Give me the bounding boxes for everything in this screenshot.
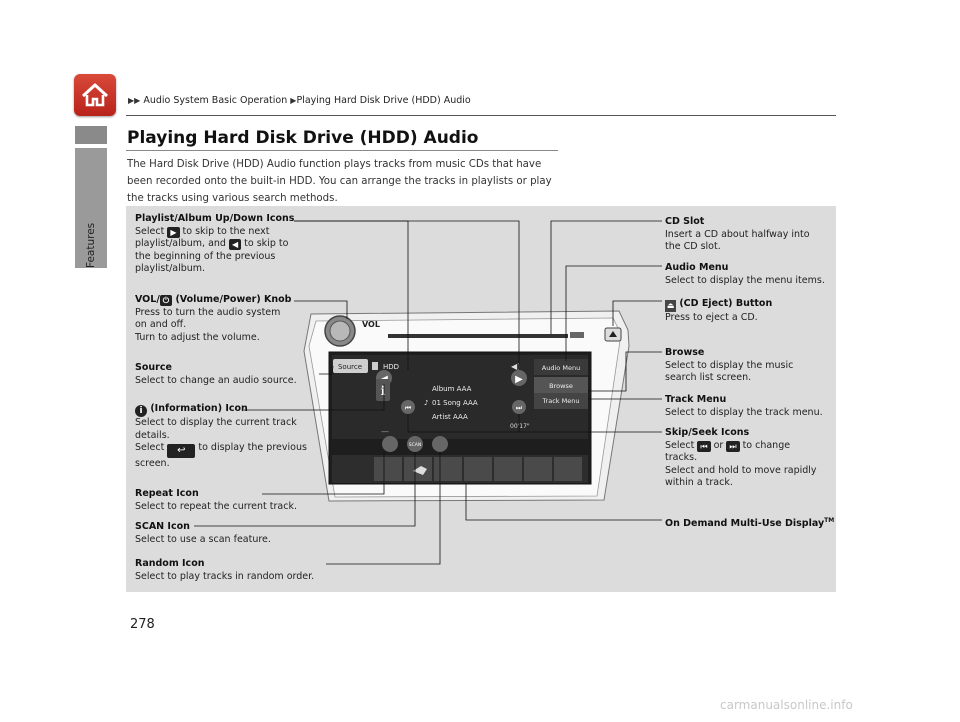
callout-browse: Browse Select to display the music searc…: [665, 347, 794, 383]
screen-audio-menu: Audio Menu: [542, 364, 580, 372]
callout-repeat: Repeat Icon Select to repeat the current…: [135, 488, 297, 512]
power-icon: ⏻: [159, 295, 173, 306]
breadcrumb: ▶▶ Audio System Basic Operation ▶Playing…: [128, 95, 471, 106]
sidebar-label: Features: [85, 222, 97, 268]
svg-text:⏮: ⏮: [405, 404, 411, 412]
home-icon: [81, 83, 109, 107]
svg-text:◀): ◀): [511, 362, 520, 371]
callout-playlist: Playlist/Album Up/Down Icons Select ▶ to…: [135, 213, 295, 274]
screen-browse: Browse: [549, 382, 573, 390]
screen-time: 00'17": [510, 423, 530, 430]
svg-text:▶: ▶: [515, 374, 523, 385]
title-rule: [126, 150, 558, 151]
info-icon: i: [135, 405, 147, 417]
callout-info: i (Information) Icon Select to display t…: [135, 403, 307, 469]
header-rule: [126, 115, 836, 116]
svg-text:⏭: ⏭: [516, 404, 523, 412]
skip-forward-icon: ⏭: [726, 440, 740, 452]
svg-text:♪: ♪: [424, 399, 428, 407]
svg-text:VOL: VOL: [362, 320, 380, 329]
callout-cd-slot: CD Slot Insert a CD about halfway into t…: [665, 216, 810, 252]
eject-icon: ⏏: [665, 300, 676, 312]
screen-artist: Artist AAA: [432, 413, 468, 421]
screen-dash: —: [381, 427, 389, 436]
svg-text:i: i: [381, 384, 386, 398]
screen-track-menu: Track Menu: [542, 397, 580, 405]
back-icon: ↩: [167, 444, 196, 458]
home-button[interactable]: [74, 74, 116, 116]
page-title: Playing Hard Disk Drive (HDD) Audio: [127, 128, 479, 148]
play-right-icon: ▶: [167, 226, 180, 238]
callout-vol-knob: VOL/⏻ (Volume/Power) Knob Press to turn …: [135, 294, 292, 343]
play-left-icon: ◀: [228, 239, 242, 250]
callout-random: Random Icon Select to play tracks in ran…: [135, 558, 315, 582]
screen-album: Album AAA: [432, 385, 472, 393]
sidebar-tab: [75, 148, 107, 268]
head-unit-illustration: VOL Source HDD ◀) Audio Menu Browse Trac…: [194, 220, 662, 565]
callout-audio-menu: Audio Menu Select to display the menu it…: [665, 262, 825, 286]
skip-back-icon: ⏮: [697, 440, 711, 452]
sidebar-tab-top: [75, 126, 107, 144]
callout-on-demand: On Demand Multi-Use DisplayTM: [665, 517, 835, 530]
screen-source-label: Source: [338, 363, 362, 371]
footer-watermark[interactable]: carmanualsonline.info: [720, 698, 853, 712]
callout-source: Source Select to change an audio source.: [135, 362, 297, 386]
callout-eject: ⏏ (CD Eject) Button Press to eject a CD.: [665, 298, 773, 323]
breadcrumb-item[interactable]: Audio System Basic Operation: [143, 95, 288, 106]
screen-song: 01 Song AAA: [432, 399, 478, 407]
callout-skip-seek: Skip/Seek Icons Select ⏮ or ⏭ to change …: [665, 427, 817, 488]
callout-scan: SCAN Icon Select to use a scan feature.: [135, 521, 271, 545]
intro-paragraph: The Hard Disk Drive (HDD) Audio function…: [127, 159, 552, 204]
page-number: 278: [130, 617, 155, 632]
screen-scan: SCAN: [409, 442, 421, 448]
callout-track-menu: Track Menu Select to display the track m…: [665, 394, 823, 418]
breadcrumb-item[interactable]: Playing Hard Disk Drive (HDD) Audio: [296, 95, 471, 106]
screen-hdd-label: HDD: [383, 363, 399, 371]
